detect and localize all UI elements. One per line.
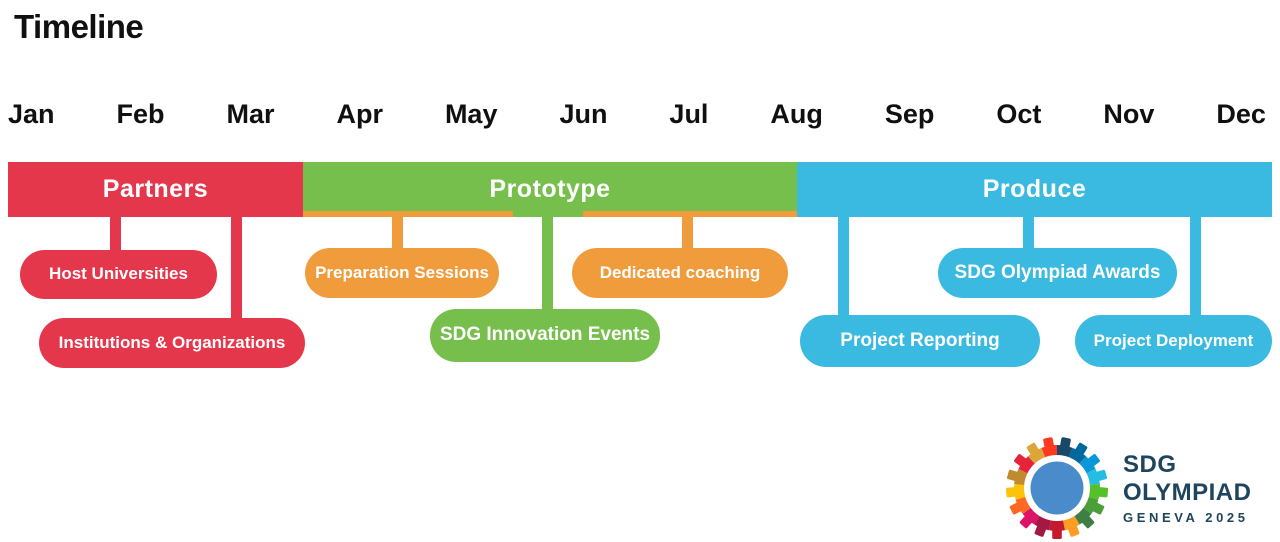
month-label-nov: Nov xyxy=(1103,99,1155,129)
phase-label-partners: Partners xyxy=(102,175,209,203)
coaching-span-strip-right xyxy=(583,211,797,217)
connector-sdg-innovation-events xyxy=(542,215,553,310)
month-label-sep: Sep xyxy=(884,99,935,129)
phase-bar-prototype: Prototype xyxy=(303,162,797,217)
month-label-feb: Feb xyxy=(116,99,165,129)
month-label-aug: Aug xyxy=(770,99,823,129)
connector-sdg-olympiad-awards xyxy=(1023,217,1034,249)
month-label-oct: Oct xyxy=(996,99,1042,129)
month-label-mar: Mar xyxy=(226,99,275,129)
connector-preparation-sessions xyxy=(392,215,403,249)
phase-label-prototype: Prototype xyxy=(489,175,611,203)
month-axis: Jan Feb Mar Apr May Jun Jul Aug Sep Oct … xyxy=(0,99,1280,130)
month-label-jan: Jan xyxy=(8,99,55,129)
phase-bar-partners: Partners xyxy=(8,162,303,217)
month-label-may: May xyxy=(444,99,498,129)
month-label-dec: Dec xyxy=(1216,99,1266,129)
milestone-pill-project-deployment: Project Deployment xyxy=(1075,315,1272,367)
milestone-pill-sdg-olympiad-awards: SDG Olympiad Awards xyxy=(938,248,1177,298)
connector-host-universities xyxy=(110,217,121,250)
page-title: Timeline xyxy=(14,8,144,45)
sdg-gear-icon xyxy=(1005,437,1109,539)
phase-bars: Partners Prototype Produce xyxy=(8,162,1272,217)
phase-bar-produce: Produce xyxy=(797,162,1272,217)
coaching-span-strip-left xyxy=(303,211,513,217)
milestone-pill-dedicated-coaching: Dedicated coaching xyxy=(572,248,788,298)
connector-institutions-organizations xyxy=(231,217,242,318)
phase-label-produce: Produce xyxy=(982,175,1087,203)
month-label-jun: Jun xyxy=(559,99,608,129)
logo-line-olympiad: OLYMPIAD xyxy=(1123,478,1252,506)
sdg-olympiad-logo: SDG OLYMPIAD GENEVA 2025 xyxy=(1004,435,1251,541)
connector-project-deployment xyxy=(1190,217,1201,316)
milestone-pill-sdg-innovation-events: SDG Innovation Events xyxy=(430,309,660,362)
milestone-pill-institutions-organizations: Institutions & Organizations xyxy=(39,318,305,368)
logo-line-geneva-2025: GENEVA 2025 xyxy=(1123,509,1249,525)
milestone-pill-host-universities: Host Universities xyxy=(20,250,217,299)
connector-dedicated-coaching xyxy=(682,215,693,249)
logo-line-sdg: SDG xyxy=(1123,451,1177,479)
month-label-apr: Apr xyxy=(336,99,383,129)
sdg-olympiad-logo-text: SDG OLYMPIAD GENEVA 2025 xyxy=(1123,451,1251,524)
month-label-jul: Jul xyxy=(669,99,709,129)
milestone-pill-preparation-sessions: Preparation Sessions xyxy=(305,248,499,298)
connector-project-reporting xyxy=(838,217,849,316)
milestone-pill-project-reporting: Project Reporting xyxy=(800,315,1040,367)
